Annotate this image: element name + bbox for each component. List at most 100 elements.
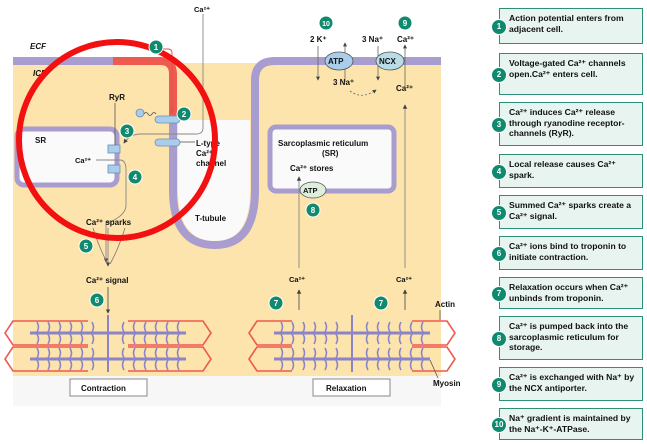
sr-title-1: Sarcoplasmic reticulum	[278, 139, 368, 148]
myosin-head	[143, 333, 147, 345]
step-badge-7: 7	[373, 295, 389, 311]
step-text: Ca²⁺ ions bind to troponin to initiate c…	[509, 241, 627, 262]
sensor-tether	[143, 112, 157, 116]
ltype-label-1: L-type	[196, 139, 221, 148]
step-text: Na⁺ gradient is maintained by the Na⁺-K⁺…	[509, 413, 631, 434]
step-badge: 10	[491, 417, 507, 433]
step-text: Voltage-gated Ca²⁺ channels open.Ca²⁺ en…	[509, 58, 626, 79]
myosin-head	[36, 321, 40, 333]
myosin-head	[420, 321, 424, 333]
myosin-head	[302, 359, 306, 371]
myosin-head	[80, 359, 84, 371]
myosin-head	[365, 359, 369, 371]
svg-text:8: 8	[311, 206, 316, 215]
step-badge-5: 5	[78, 238, 94, 254]
myosin-head	[47, 347, 51, 359]
myosin-head	[36, 333, 40, 345]
ca-release-arrow	[96, 159, 127, 263]
actin-filament-left	[4, 346, 88, 372]
myosin-head	[409, 347, 413, 359]
myosin-head	[324, 333, 328, 345]
ca-entry-label: Ca²⁺	[194, 5, 210, 14]
actin-label: Actin	[435, 300, 455, 309]
myosin-head	[376, 321, 380, 333]
step-badge: 5	[491, 205, 507, 221]
serca-atp	[299, 181, 327, 199]
ecf-label: ECF	[30, 42, 47, 51]
myosin-head	[324, 359, 328, 371]
ryr-label: RyR	[109, 93, 125, 102]
highlight-circle	[16, 39, 218, 241]
ryr-channel-top	[107, 144, 121, 154]
myosin-head	[121, 321, 125, 333]
myosin-head	[376, 333, 380, 345]
myosin-pointer	[429, 359, 439, 379]
relax-ca-right: Ca²⁺	[396, 275, 412, 284]
myosin-head	[291, 321, 295, 333]
svg-text:5: 5	[84, 242, 89, 251]
step-text: Action potential enters from adjacent ce…	[509, 13, 624, 34]
step-badge: 9	[491, 377, 507, 393]
sr-right	[267, 124, 397, 194]
myosin-head	[132, 359, 136, 371]
step-badge: 4	[491, 164, 507, 180]
step-text: Ca²⁺ is exchanged with Na⁺ by the NCX an…	[509, 372, 635, 393]
actin-filament-right	[128, 320, 212, 346]
myosin-head	[376, 347, 380, 359]
myosin-head	[302, 347, 306, 359]
myosin-head	[398, 321, 402, 333]
svg-text:4: 4	[133, 173, 138, 182]
spark-merge-left	[92, 227, 109, 265]
myosin-head	[365, 333, 369, 345]
myosin-head	[165, 347, 169, 359]
step-badge-1: 1	[148, 39, 164, 55]
step-text: Ca²⁺ induces Ca²⁺ release through ryanod…	[509, 107, 625, 138]
step-badge-3: 3	[119, 123, 135, 139]
na-out-label: 3 Na⁺	[362, 35, 383, 44]
myosin-head	[387, 359, 391, 371]
myosin-head	[58, 321, 62, 333]
myosin-head	[398, 333, 402, 345]
myosin-head	[91, 347, 95, 359]
myosin-head	[58, 333, 62, 345]
sr-label: SR	[35, 136, 46, 145]
na-in-label: 3 Na⁺	[333, 78, 354, 87]
svg-text:9: 9	[403, 19, 408, 28]
myosin-head	[420, 347, 424, 359]
myosin-head	[387, 347, 391, 359]
myosin-head	[313, 333, 317, 345]
signal-label: Ca²⁺ signal	[86, 276, 128, 285]
myosin-head	[132, 321, 136, 333]
myosin-head	[280, 359, 284, 371]
step-badge-7: 7	[268, 295, 284, 311]
na-k-atpase-label: ATP	[328, 57, 344, 66]
sarcomere-contraction	[4, 315, 212, 372]
myosin-head	[69, 321, 73, 333]
relaxation-label: Relaxation	[326, 384, 367, 393]
na-recycle-arrow	[349, 89, 377, 96]
myosin-head	[91, 359, 95, 371]
sr-ca-label: Ca²⁺	[75, 156, 91, 165]
myosin-head	[291, 359, 295, 371]
myosin-head	[302, 333, 306, 345]
myosin-head	[36, 359, 40, 371]
myosin-head	[176, 333, 180, 345]
action-potential-membrane	[113, 57, 177, 118]
myosin-head	[291, 347, 295, 359]
svg-text:7: 7	[379, 299, 384, 308]
step-badge: 3	[491, 117, 507, 133]
ltype-label-2: Ca²⁺	[196, 149, 213, 158]
myosin-head	[324, 321, 328, 333]
step-badge-6: 6	[89, 292, 105, 308]
myosin-head	[91, 321, 95, 333]
myosin-label: Myosin	[433, 379, 461, 388]
myosin-head	[409, 359, 413, 371]
myosin-head	[80, 347, 84, 359]
